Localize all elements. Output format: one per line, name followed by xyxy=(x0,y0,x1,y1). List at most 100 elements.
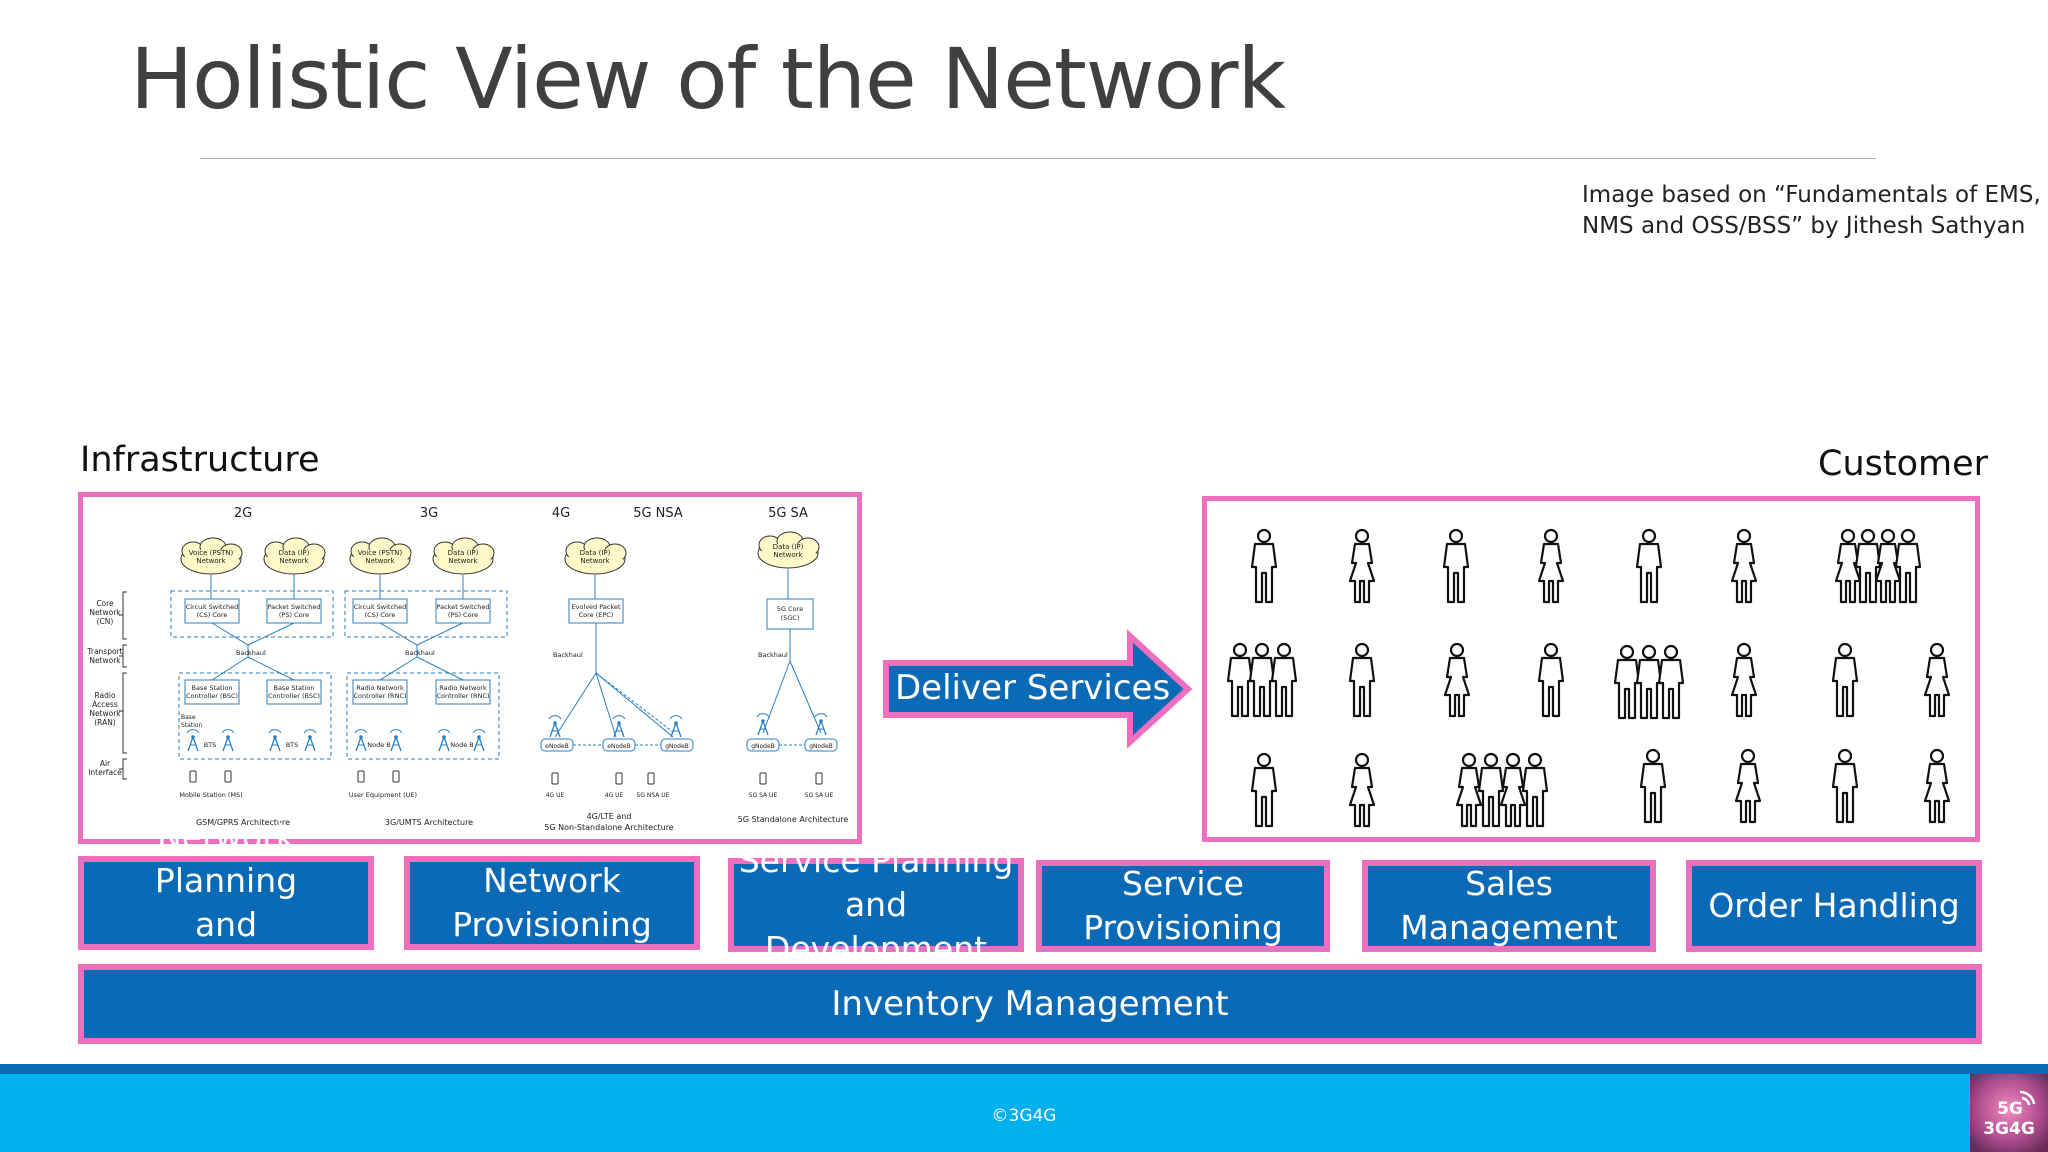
arch-3g-column: Voice (PSTN) Network Data (IP) Network C… xyxy=(344,537,508,827)
page-title: Holistic View of the Network xyxy=(130,30,1286,128)
layer-labels: Core Network (CN) Transport Network Radi… xyxy=(86,599,122,777)
svg-text:Access: Access xyxy=(92,700,118,709)
svg-text:Core: Core xyxy=(96,599,114,608)
svg-text:Data (IP): Data (IP) xyxy=(448,549,479,557)
svg-text:Circuit Switched: Circuit Switched xyxy=(354,603,407,611)
network-provisioning-line2: Provisioning xyxy=(452,905,652,944)
person-icon xyxy=(1443,642,1471,718)
svg-text:(CN): (CN) xyxy=(97,617,114,626)
customer-panel xyxy=(1202,496,1980,842)
arch-4g-5g-nsa-column: Data (IP) Network Evolved Packet Core (E… xyxy=(540,537,694,832)
svg-text:gNodeB: gNodeB xyxy=(665,743,689,750)
svg-text:Voice (PSTN): Voice (PSTN) xyxy=(358,549,403,557)
svg-text:Network: Network xyxy=(279,557,309,565)
infrastructure-label: Infrastructure xyxy=(80,440,320,480)
credit-line-1: Image based on “Fundamentals of EMS, xyxy=(1582,182,2041,208)
svg-text:Radio Network: Radio Network xyxy=(356,684,404,692)
person-icon xyxy=(1250,752,1278,828)
3g4g-logo: 5G 3G4G xyxy=(1970,1074,2048,1152)
person-icon xyxy=(1923,642,1951,718)
svg-text:Backhaul: Backhaul xyxy=(758,651,788,659)
svg-text:Packet Switched: Packet Switched xyxy=(268,603,321,611)
deliver-services-arrow xyxy=(883,629,1193,749)
order-handling-box: Order Handling xyxy=(1686,860,1982,952)
order-handling-line1: Order Handling xyxy=(1708,886,1960,925)
person-icon xyxy=(1639,748,1667,824)
person-icon xyxy=(1226,642,1254,718)
person-icon xyxy=(1635,528,1663,604)
svg-text:gNodeB: gNodeB xyxy=(751,743,775,750)
svg-text:5G NSA UE: 5G NSA UE xyxy=(637,792,670,799)
svg-text:Controller (BSC): Controller (BSC) xyxy=(268,692,320,700)
person-icon xyxy=(1854,528,1882,604)
arch-header-3g: 3G xyxy=(420,506,438,521)
svg-text:Radio Network: Radio Network xyxy=(439,684,487,692)
service-planning-line2: and Development xyxy=(764,885,988,968)
person-icon xyxy=(1537,642,1565,718)
footer-bar xyxy=(0,1074,2048,1152)
person-icon xyxy=(1734,748,1762,824)
svg-text:4G UE: 4G UE xyxy=(546,792,565,799)
svg-text:Transport: Transport xyxy=(86,647,122,656)
network-architecture-diagram: 2G 3G 4G 5G NSA 5G SA Core Network (CN) … xyxy=(86,506,849,832)
svg-text:5G Non-Standalone Architecture: 5G Non-Standalone Architecture xyxy=(544,823,674,832)
svg-text:Mobile Station (MS): Mobile Station (MS) xyxy=(179,791,242,799)
svg-text:(RAN): (RAN) xyxy=(94,718,116,727)
svg-text:(PS) Core: (PS) Core xyxy=(448,611,478,619)
svg-text:5G Standalone Architecture: 5G Standalone Architecture xyxy=(738,815,849,824)
sales-management-line2: Management xyxy=(1400,908,1618,947)
infrastructure-panel: 2G 3G 4G 5G NSA 5G SA Core Network (CN) … xyxy=(78,492,862,844)
person-icon xyxy=(1348,752,1376,828)
person-icon xyxy=(1250,528,1278,604)
svg-text:Network: Network xyxy=(196,557,226,565)
arch-header-4g: 4G xyxy=(552,506,570,521)
person-icon xyxy=(1894,528,1922,604)
person-icon xyxy=(1248,642,1276,718)
svg-text:eNodeB: eNodeB xyxy=(607,743,630,750)
svg-text:Base Station: Base Station xyxy=(191,684,232,692)
svg-text:Base: Base xyxy=(181,714,196,721)
logo-top-text: 5G xyxy=(1997,1099,2023,1119)
svg-text:Base Station: Base Station xyxy=(273,684,314,692)
svg-text:Backhaul: Backhaul xyxy=(553,651,583,659)
svg-text:Controller (RNC): Controller (RNC) xyxy=(436,692,489,700)
svg-text:Controller (BSC): Controller (BSC) xyxy=(186,692,238,700)
customer-people-grid xyxy=(1226,528,1951,828)
service-provisioning-line1: Service xyxy=(1122,864,1244,903)
svg-text:Circuit Switched: Circuit Switched xyxy=(186,603,239,611)
arch-header-5g-sa: 5G SA xyxy=(768,506,808,521)
svg-text:User Equipment (UE): User Equipment (UE) xyxy=(349,791,417,799)
svg-text:BTS: BTS xyxy=(286,741,299,749)
svg-text:Controller (RNC): Controller (RNC) xyxy=(353,692,406,700)
svg-text:4G UE: 4G UE xyxy=(605,792,624,799)
svg-text:Node B: Node B xyxy=(367,741,391,749)
logo-bottom-text: 3G4G xyxy=(1983,1119,2035,1139)
copyright-text: ©3G4G xyxy=(991,1106,1057,1126)
svg-text:Node B: Node B xyxy=(450,741,474,749)
svg-text:Network: Network xyxy=(580,557,610,565)
service-provisioning-line2: Provisioning xyxy=(1083,908,1283,947)
person-icon xyxy=(1442,528,1470,604)
svg-text:Network: Network xyxy=(89,608,121,617)
person-icon xyxy=(1635,644,1663,720)
person-icon xyxy=(1477,752,1505,828)
svg-text:Radio: Radio xyxy=(94,691,115,700)
svg-text:Data (IP): Data (IP) xyxy=(773,543,804,551)
svg-text:Backhaul: Backhaul xyxy=(405,649,435,657)
svg-text:Data (IP): Data (IP) xyxy=(279,549,310,557)
person-icon xyxy=(1521,752,1549,828)
network-provisioning-line1: Network xyxy=(483,861,621,900)
inventory-management-bar: Inventory Management xyxy=(78,964,1982,1044)
svg-text:Core (EPC): Core (EPC) xyxy=(579,611,614,619)
customer-label: Customer xyxy=(1818,444,1989,484)
person-icon xyxy=(1831,748,1859,824)
person-icon xyxy=(1270,642,1298,718)
svg-text:Interface: Interface xyxy=(88,768,122,777)
svg-text:eNodeB: eNodeB xyxy=(545,743,568,750)
network-planning-line1: Network Planning xyxy=(154,817,298,900)
svg-text:Backhaul: Backhaul xyxy=(236,649,266,657)
svg-text:4G/LTE and: 4G/LTE and xyxy=(587,812,632,821)
person-icon xyxy=(1831,642,1859,718)
